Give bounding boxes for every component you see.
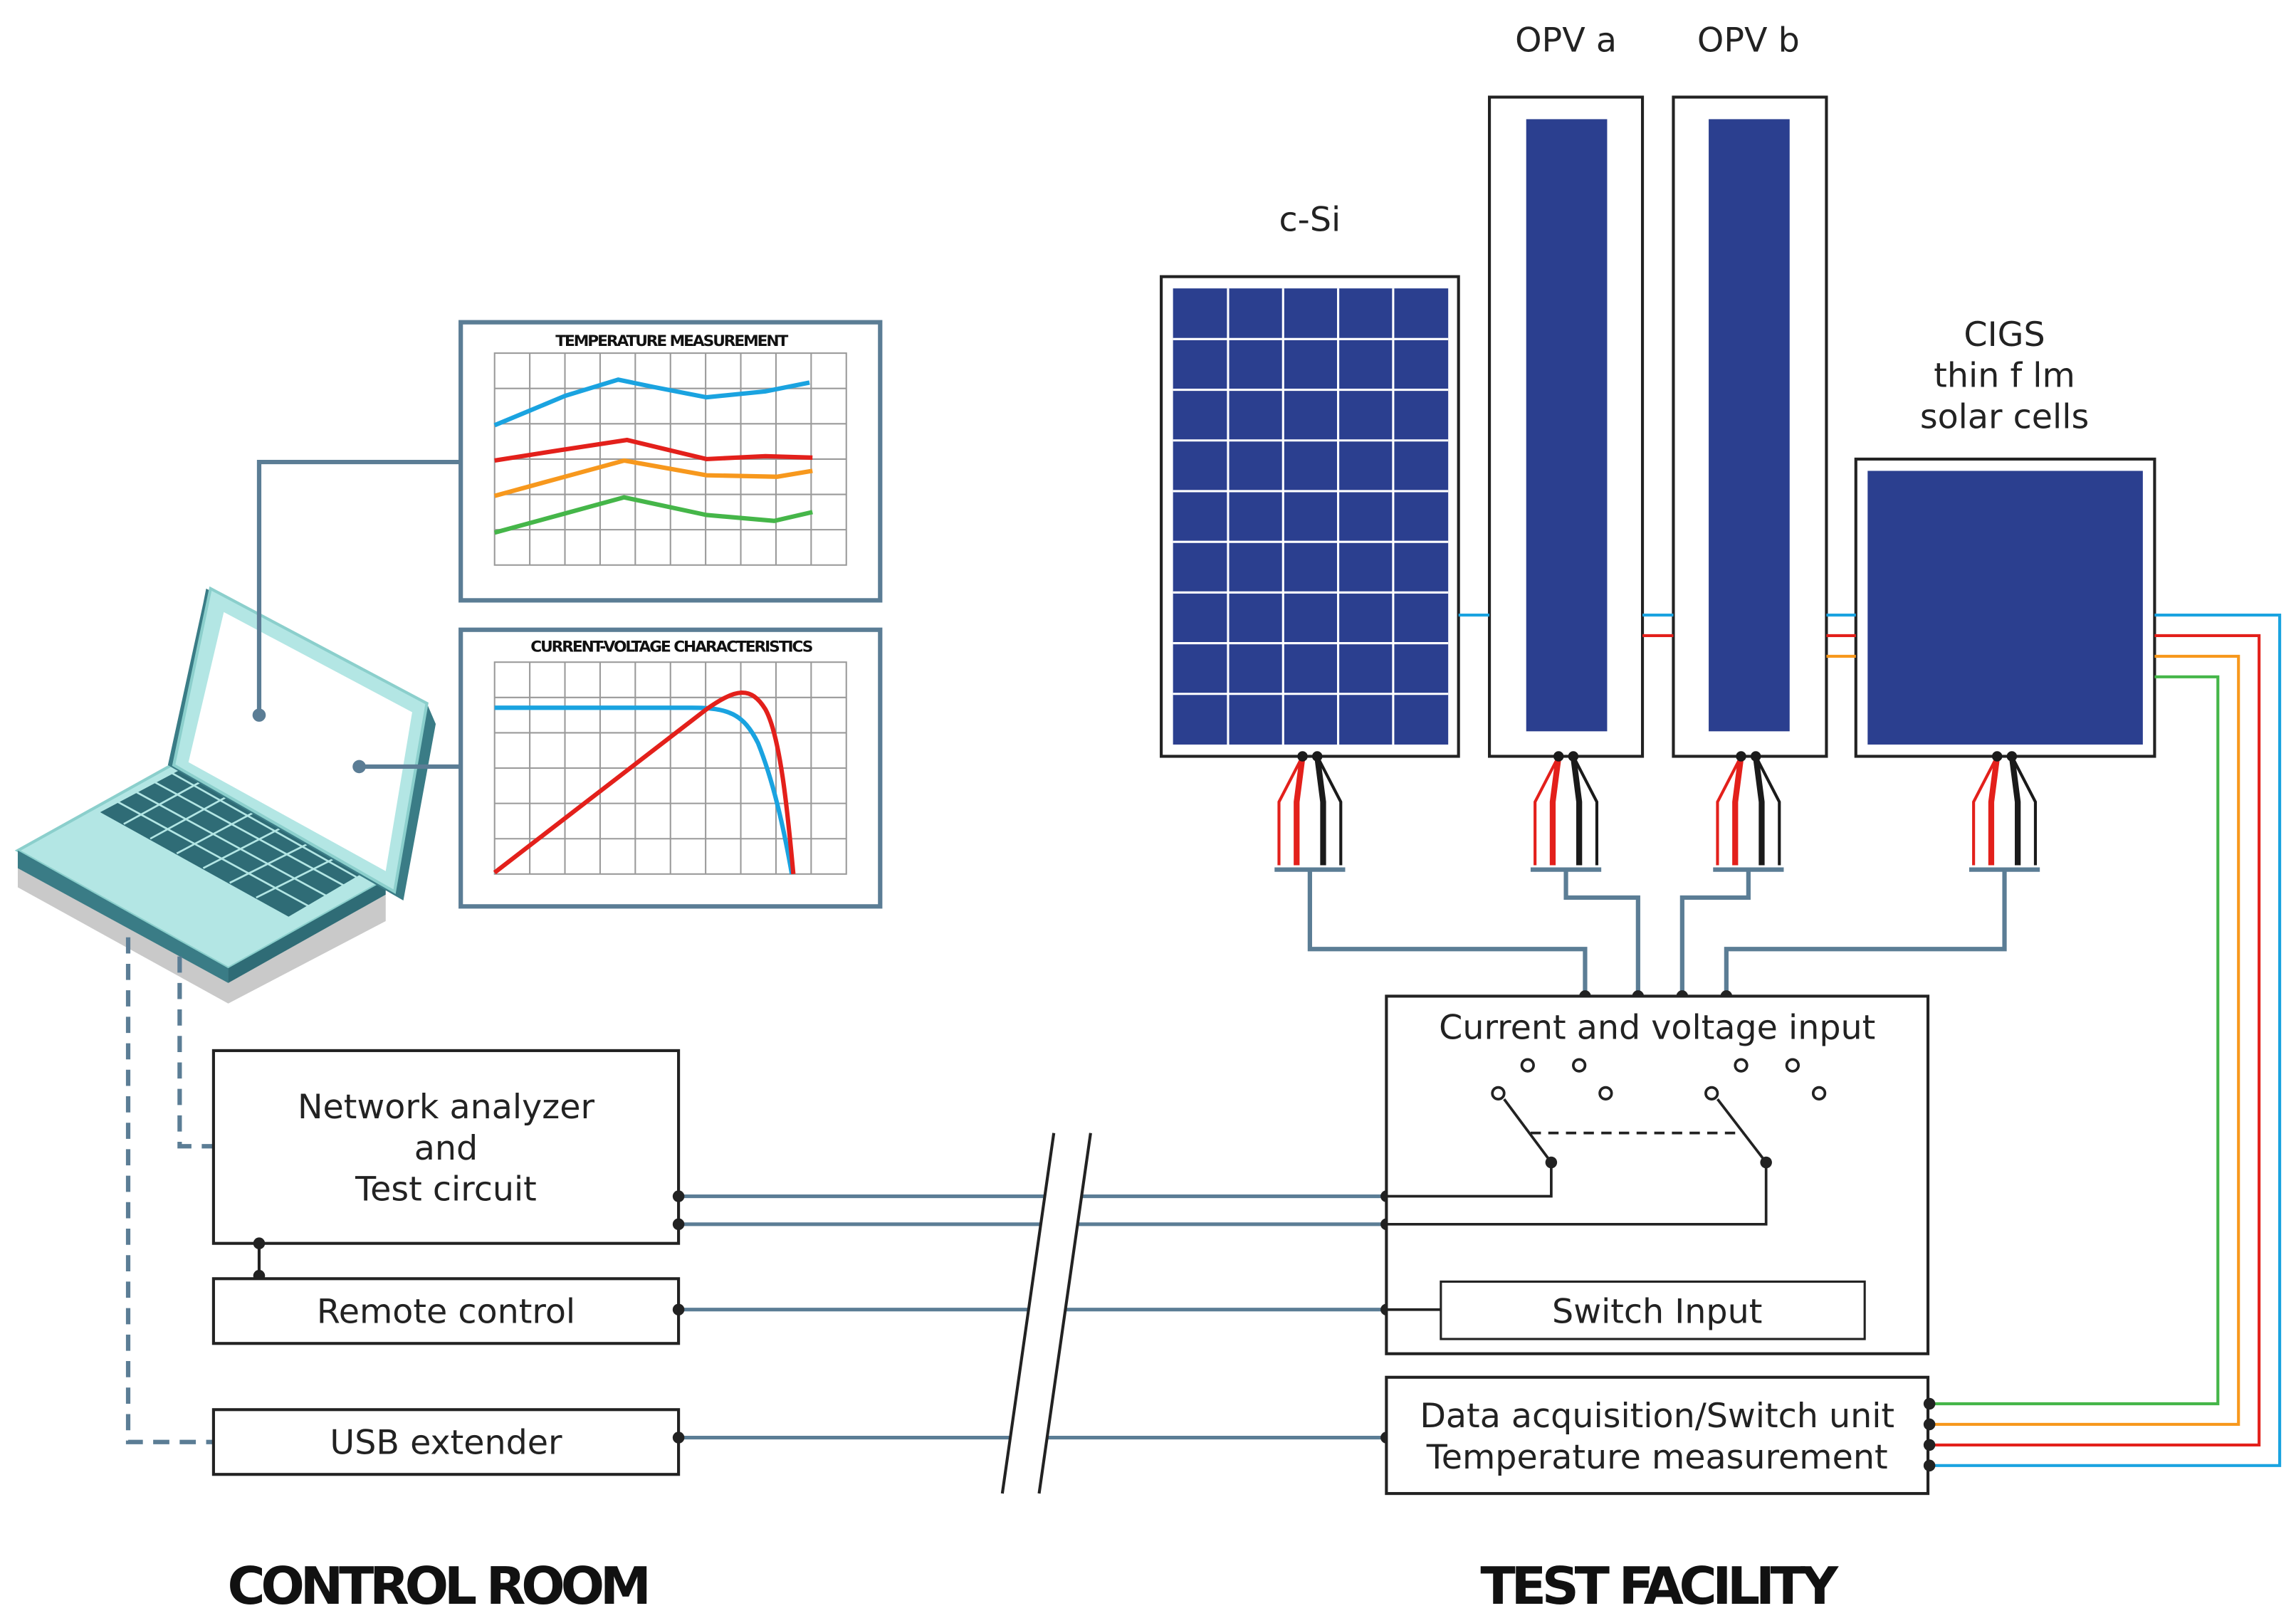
iv-series-blue (494, 705, 795, 875)
switch-icon (1491, 1058, 1827, 1101)
opva-panel: OPV a (1487, 21, 1645, 758)
network-label-2: and (414, 1129, 478, 1168)
switch-input-label: Switch Input (1552, 1292, 1762, 1331)
network-label-1: Network analyzer (298, 1088, 594, 1127)
temperature-chart-title: TEMPERATURE MEASUREMENT (555, 332, 788, 350)
daq-box: Data acquisition/Switch unit Temperature… (1385, 1375, 1930, 1496)
switch-input-box: Switch Input (1440, 1280, 1866, 1340)
cv-input-label: Current and voltage input (1439, 1008, 1875, 1047)
cigs-label-3: solar cells (1920, 398, 2089, 437)
csi-label: c-Si (1279, 201, 1341, 240)
laptop-usb-cables (125, 937, 214, 1444)
temp-series-orange (493, 458, 813, 498)
keyboard-icon (100, 762, 364, 917)
csi-panel: c-Si (1160, 201, 1460, 758)
opva-label: OPV a (1515, 21, 1617, 60)
laptop-chart-links (256, 459, 461, 770)
iv-chart: CURRENT-VOLTAGE CHARACTERISTICS (458, 627, 883, 909)
daq-label-2: Temperature measurement (1426, 1438, 1888, 1477)
temperature-cables (1458, 613, 2282, 1467)
cigs-panel: CIGS thin f lm solar cells (1854, 315, 2156, 758)
usb-extender-box: USB extender (211, 1408, 681, 1476)
network-label-3: Test circuit (355, 1170, 537, 1209)
usb-extender-label: USB extender (330, 1423, 562, 1462)
iv-series-red (493, 690, 796, 875)
cigs-label-1: CIGS (1964, 315, 2045, 354)
network-analyzer-box: Network analyzer and Test circuit (211, 1049, 681, 1245)
test-facility-heading: TEST FACILITY (1480, 1557, 1839, 1617)
cigs-label-2: thin f lm (1934, 357, 2075, 396)
opvb-label: OPV b (1697, 21, 1800, 60)
break-mark-icon (1000, 1133, 1092, 1494)
opvb-panel: OPV b (1672, 21, 1828, 758)
probe-cables (1307, 869, 2007, 997)
temperature-chart: TEMPERATURE MEASUREMENT (458, 320, 883, 603)
remote-control-label: Remote control (317, 1292, 575, 1331)
temp-series-red (494, 437, 813, 463)
temp-series-green (493, 495, 813, 535)
control-room-heading: CONTROL ROOM (228, 1557, 647, 1617)
daq-label-1: Data acquisition/Switch unit (1420, 1397, 1894, 1436)
laptop-icon (14, 586, 436, 1004)
remote-control-box: Remote control (211, 1277, 681, 1345)
temp-series-blue (493, 377, 810, 428)
iv-chart-title: CURRENT-VOLTAGE CHARACTERISTICS (530, 639, 812, 656)
probe-leads-icon (1274, 751, 2040, 872)
